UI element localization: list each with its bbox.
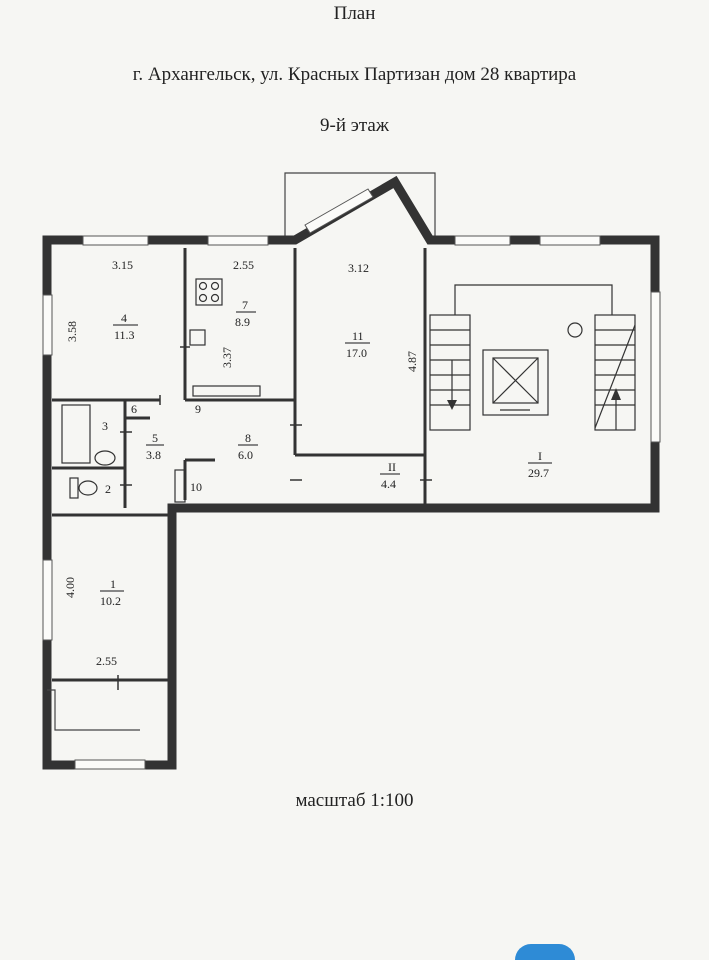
room1-dim-width: 2.55: [96, 654, 117, 668]
stair-landing: [454, 284, 613, 315]
kitchen-counter: [192, 385, 261, 397]
room1-area: 10.2: [100, 594, 121, 608]
elevator-cab: [492, 357, 539, 404]
room10-number: 10: [190, 480, 202, 494]
room8-number: 8: [245, 431, 251, 445]
kitchen-sink: [189, 329, 206, 346]
room1-number: 1: [110, 577, 116, 591]
room4-number: 4: [121, 311, 127, 325]
stove: [195, 278, 223, 306]
window: [207, 235, 269, 246]
balcony-outline: [47, 689, 140, 731]
burner: [198, 293, 208, 303]
room1-dim-height: 4.00: [63, 577, 77, 598]
room2-number: 2: [105, 482, 111, 496]
room4-dim-width: 3.15: [112, 258, 133, 272]
room4-area: 11.3: [114, 328, 135, 342]
roomII-area: 4.4: [381, 477, 396, 491]
stair-flight-right: [594, 314, 636, 431]
bathtub: [61, 404, 91, 464]
stair-diagonal: [594, 324, 636, 429]
stair-flight-left: [429, 314, 471, 431]
room3-number: 3: [102, 419, 108, 433]
window: [82, 235, 149, 246]
window: [650, 291, 661, 443]
room6-number: 6: [131, 402, 137, 416]
room7-dim-height: 3.37: [220, 347, 234, 368]
window: [454, 235, 511, 246]
burner: [210, 293, 220, 303]
room9-number: 9: [195, 402, 201, 416]
radiator: [174, 469, 186, 503]
room8-area: 6.0: [238, 448, 253, 462]
room7-number: 7: [242, 298, 248, 312]
wash-basin: [94, 450, 116, 466]
roomII-number: II: [388, 460, 396, 474]
room11-dim-width: 3.12: [348, 261, 369, 275]
address-line: г. Архангельск, ул. Красных Партизан дом…: [132, 64, 577, 85]
scale-label: масштаб 1:100: [295, 790, 414, 811]
roomI-number: I: [538, 449, 542, 463]
window: [304, 188, 374, 234]
room11-dim-height: 4.87: [405, 351, 419, 372]
window: [539, 235, 601, 246]
toilet: [69, 477, 79, 499]
upper-protrusion-outline: [284, 172, 436, 236]
elevator-shaft: [482, 349, 549, 416]
stair-arrow-head: [611, 388, 621, 400]
room11-area: 17.0: [346, 346, 367, 360]
room7-dim-width: 2.55: [233, 258, 254, 272]
toilet-bowl: [78, 480, 98, 496]
burner: [210, 281, 220, 291]
plan-title: План: [333, 3, 376, 24]
burner: [198, 281, 208, 291]
window: [74, 759, 146, 770]
window: [42, 294, 53, 356]
room5-area: 3.8: [146, 448, 161, 462]
elevator-cross: [492, 357, 539, 404]
floor-label: 9-й этаж: [320, 115, 389, 136]
room11-number: 11: [352, 329, 364, 343]
room5-number: 5: [152, 431, 158, 445]
room7-area: 8.9: [235, 315, 250, 329]
window: [42, 559, 53, 641]
stair-arrow-head: [447, 400, 457, 410]
room4-dim-height: 3.58: [65, 321, 79, 342]
roomI-area: 29.7: [528, 466, 549, 480]
logo-icon: [515, 944, 575, 960]
chute-circle: [567, 322, 583, 338]
